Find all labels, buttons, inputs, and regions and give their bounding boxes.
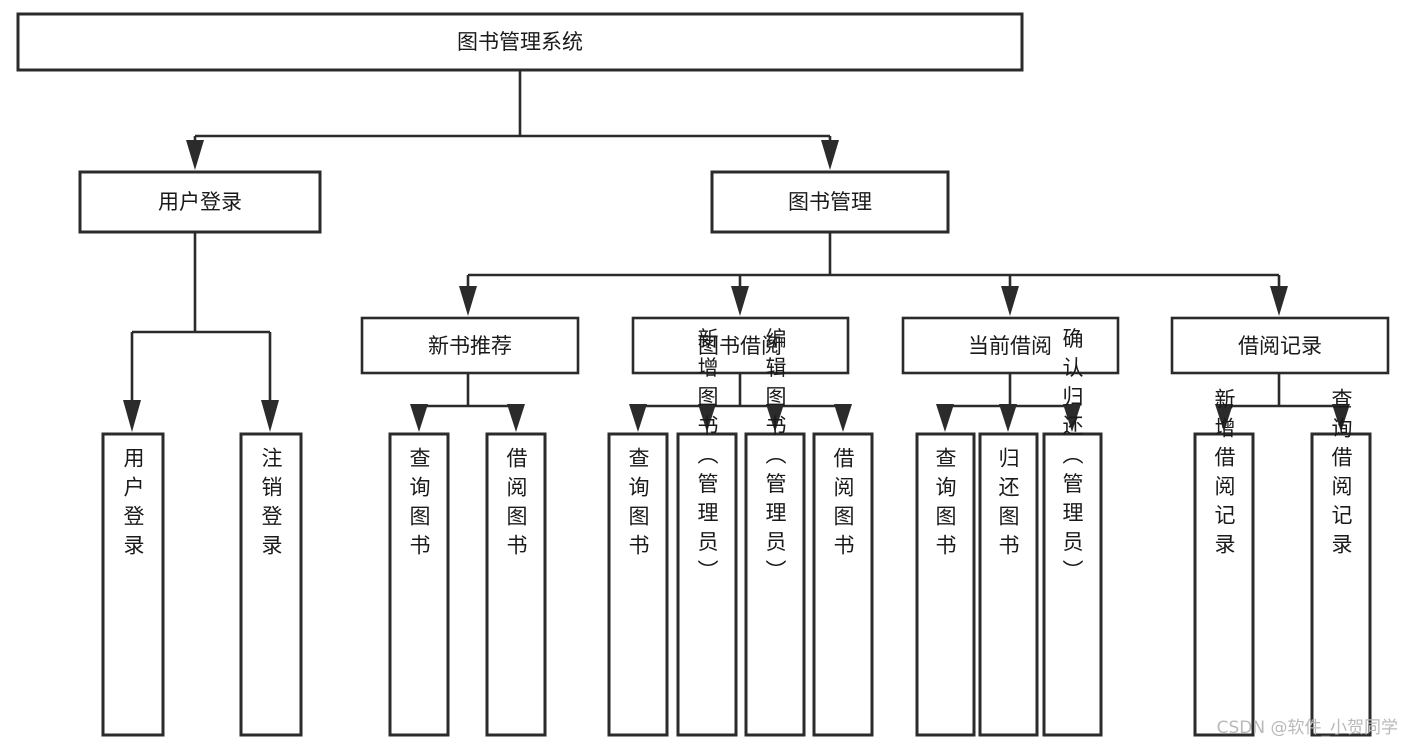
arrow-head-leaf-query-book-1: [410, 404, 428, 432]
node-leaf-borrow-book-2[interactable]: 借阅图书: [812, 432, 874, 737]
arrow-head-borrow-record: [1270, 286, 1288, 316]
node-leaf-add-book[interactable]: 新增图书（管理员）: [676, 328, 738, 737]
arrow-head-leaf-add-book: [698, 404, 716, 432]
node-leaf-query-book-1-label: 查询图书: [407, 447, 431, 563]
node-leaf-confirm-return-box[interactable]: [1042, 432, 1103, 737]
node-leaf-query-book-3-box[interactable]: [915, 432, 976, 737]
node-leaf-query-record[interactable]: 查询借阅记录: [1310, 388, 1372, 737]
node-leaf-add-record[interactable]: 新增借阅记录: [1193, 388, 1255, 737]
node-root[interactable]: 图书管理系统: [16, 12, 1024, 72]
node-leaf-confirm-return[interactable]: 确认归还（管理员）: [1042, 328, 1103, 737]
node-book-manage-box[interactable]: [710, 170, 950, 234]
node-new-book-recommend-box[interactable]: [360, 316, 580, 375]
node-book-borrow[interactable]: 图书借阅: [631, 316, 850, 375]
arrow-head-leaf-confirm-return: [1063, 404, 1081, 432]
node-leaf-query-book-1[interactable]: 查询图书: [388, 432, 450, 737]
arrow-head-book-borrow: [731, 286, 749, 316]
node-leaf-borrow-book-2-label: 借阅图书: [831, 447, 855, 563]
node-leaf-add-book-box[interactable]: [676, 432, 738, 737]
node-book-manage[interactable]: 图书管理: [710, 170, 950, 234]
node-leaf-query-book-3-label: 查询图书: [933, 447, 957, 563]
node-borrow-record[interactable]: 借阅记录: [1170, 316, 1390, 375]
node-leaf-query-record-label: 查询借阅记录: [1329, 388, 1353, 562]
arrow-head-leaf-query-book-2: [629, 404, 647, 432]
node-borrow-record-box[interactable]: [1170, 316, 1390, 375]
node-leaf-query-book-2-label: 查询图书: [626, 447, 650, 563]
node-leaf-edit-book-label: 编辑图书（管理员）: [763, 328, 787, 589]
arrow-head-leaf-user-login: [123, 400, 141, 432]
node-leaf-add-record-box[interactable]: [1193, 432, 1255, 737]
arrow-head-leaf-borrow-book-1: [507, 404, 525, 432]
node-new-book-recommend[interactable]: 新书推荐: [360, 316, 580, 375]
node-leaf-query-record-box[interactable]: [1310, 432, 1372, 737]
arrow-head-current-borrow: [1001, 286, 1019, 316]
node-leaf-query-book-1-box[interactable]: [388, 432, 450, 737]
node-leaf-borrow-book-1-label: 借阅图书: [504, 447, 528, 563]
node-current-borrow-box[interactable]: [901, 316, 1120, 375]
node-leaf-edit-book-box[interactable]: [744, 432, 806, 737]
arrow-head-leaf-return-book: [999, 404, 1017, 432]
watermark-label: CSDN @软件_小贺同学: [1217, 718, 1398, 738]
node-leaf-query-book-2[interactable]: 查询图书: [607, 432, 669, 737]
connector-layer: [123, 70, 1350, 432]
node-book-borrow-label: 图书借阅: [698, 334, 782, 358]
node-leaf-borrow-book-1-box[interactable]: [485, 432, 547, 737]
arrow-head-leaf-query-book-3: [936, 404, 954, 432]
node-book-manage-label: 图书管理: [788, 190, 872, 214]
arrow-head-user-login: [186, 140, 204, 170]
node-leaf-query-book-2-box[interactable]: [607, 432, 669, 737]
arrow-head-leaf-borrow-book-2: [834, 404, 852, 432]
node-root-label: 图书管理系统: [457, 30, 583, 54]
node-root-box[interactable]: [16, 12, 1024, 72]
arrow-head-leaf-query-record: [1332, 404, 1350, 432]
node-leaf-confirm-return-label: 确认归还（管理员）: [1060, 328, 1084, 589]
arrow-head-leaf-edit-book: [766, 404, 784, 432]
node-leaf-query-book-3[interactable]: 查询图书: [915, 432, 976, 737]
node-user-login-box[interactable]: [78, 170, 322, 234]
node-leaf-add-book-label: 新增图书（管理员）: [695, 328, 719, 589]
node-leaf-add-record-label: 新增借阅记录: [1212, 388, 1236, 562]
node-leaf-user-logout-box[interactable]: [239, 432, 303, 737]
node-book-borrow-box[interactable]: [631, 316, 850, 375]
arrow-head-leaf-user-logout: [261, 400, 279, 432]
node-leaf-return-book-box[interactable]: [978, 432, 1039, 737]
node-leaf-edit-book[interactable]: 编辑图书（管理员）: [744, 328, 806, 737]
node-leaf-user-login-box[interactable]: [101, 432, 165, 737]
node-leaf-borrow-book-1[interactable]: 借阅图书: [485, 432, 547, 737]
node-leaf-user-login[interactable]: 用户登录: [101, 432, 165, 737]
node-borrow-record-label: 借阅记录: [1238, 334, 1322, 358]
node-user-login-label: 用户登录: [158, 190, 242, 214]
arrow-head-new-book-recommend: [459, 286, 477, 316]
node-leaf-return-book-label: 归还图书: [996, 447, 1020, 563]
node-leaf-return-book[interactable]: 归还图书: [978, 432, 1039, 737]
arrow-head-leaf-add-record: [1215, 404, 1233, 432]
node-leaf-user-login-label: 用户登录: [121, 447, 145, 563]
node-leaf-user-logout-label: 注销登录: [259, 447, 283, 563]
node-current-borrow-label: 当前借阅: [968, 334, 1052, 358]
node-leaf-borrow-book-2-box[interactable]: [812, 432, 874, 737]
node-current-borrow[interactable]: 当前借阅: [901, 316, 1120, 375]
node-new-book-recommend-label: 新书推荐: [428, 334, 512, 358]
node-user-login[interactable]: 用户登录: [78, 170, 322, 234]
arrow-head-book-manage: [821, 140, 839, 170]
node-leaf-user-logout[interactable]: 注销登录: [239, 432, 303, 737]
